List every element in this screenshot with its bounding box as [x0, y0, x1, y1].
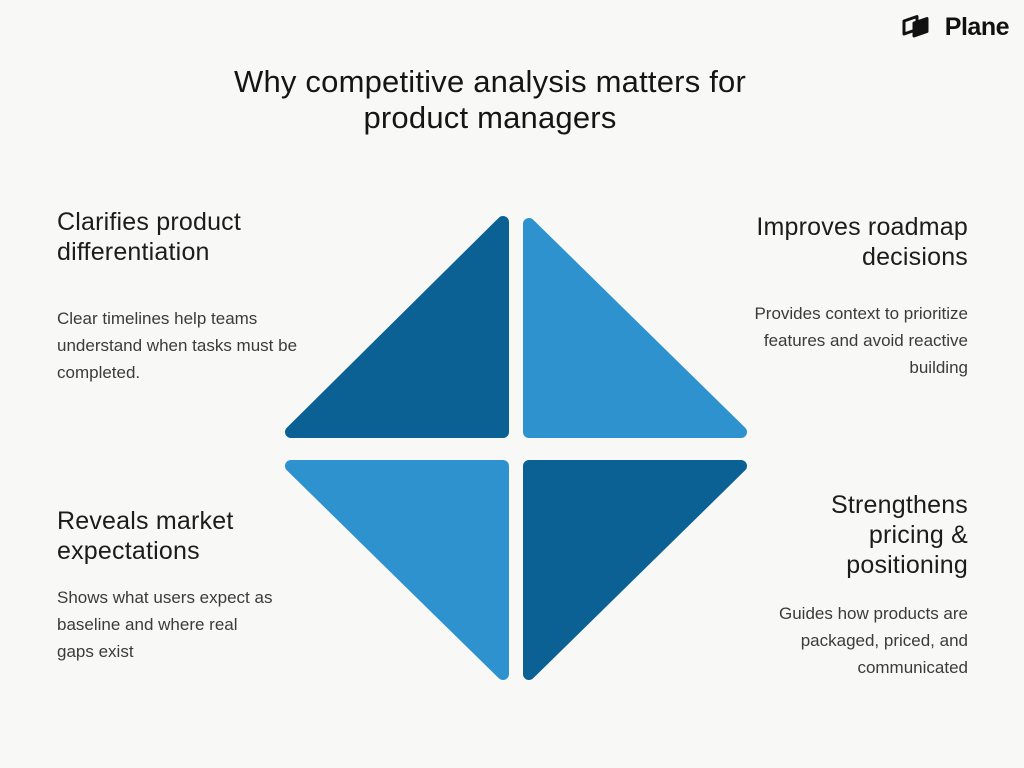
quadrant-body: Guides how products are packaged, priced… [779, 604, 968, 677]
quadrant-body: Shows what users expect as baseline and … [57, 588, 273, 661]
quadrant-heading: Clarifies product differentiation [57, 208, 242, 266]
triangle-bottom-right [523, 460, 747, 680]
plane-logo-icon [900, 12, 938, 42]
quadrant-body: Provides context to prioritize features … [754, 304, 968, 377]
quadrant-bottom-left: Reveals market expectations Shows what u… [57, 506, 377, 665]
page-title: Why competitive analysis matters for pro… [234, 64, 746, 135]
plane-logo: Plane [900, 12, 1010, 42]
quadrant-heading: Reveals market expectations [57, 507, 234, 565]
quadrant-heading: Strengthens pricing & positioning [830, 491, 968, 579]
triangle-bottom-left [285, 460, 509, 680]
quadrant-body: Clear timelines help teams understand wh… [57, 309, 298, 382]
triangle-top-right [523, 218, 747, 438]
plane-logo-solid-shape [912, 17, 929, 38]
quadrant-top-right: Improves roadmap decisions Provides cont… [658, 212, 968, 381]
triangle-top-left [285, 216, 509, 438]
quadrant-bottom-right: Strengthens pricing & positioning Guides… [658, 490, 968, 681]
plane-logo-text: Plane [944, 12, 1010, 41]
quadrant-top-left: Clarifies product differentiation Clear … [57, 207, 377, 386]
quadrant-heading: Improves roadmap decisions [756, 213, 968, 271]
